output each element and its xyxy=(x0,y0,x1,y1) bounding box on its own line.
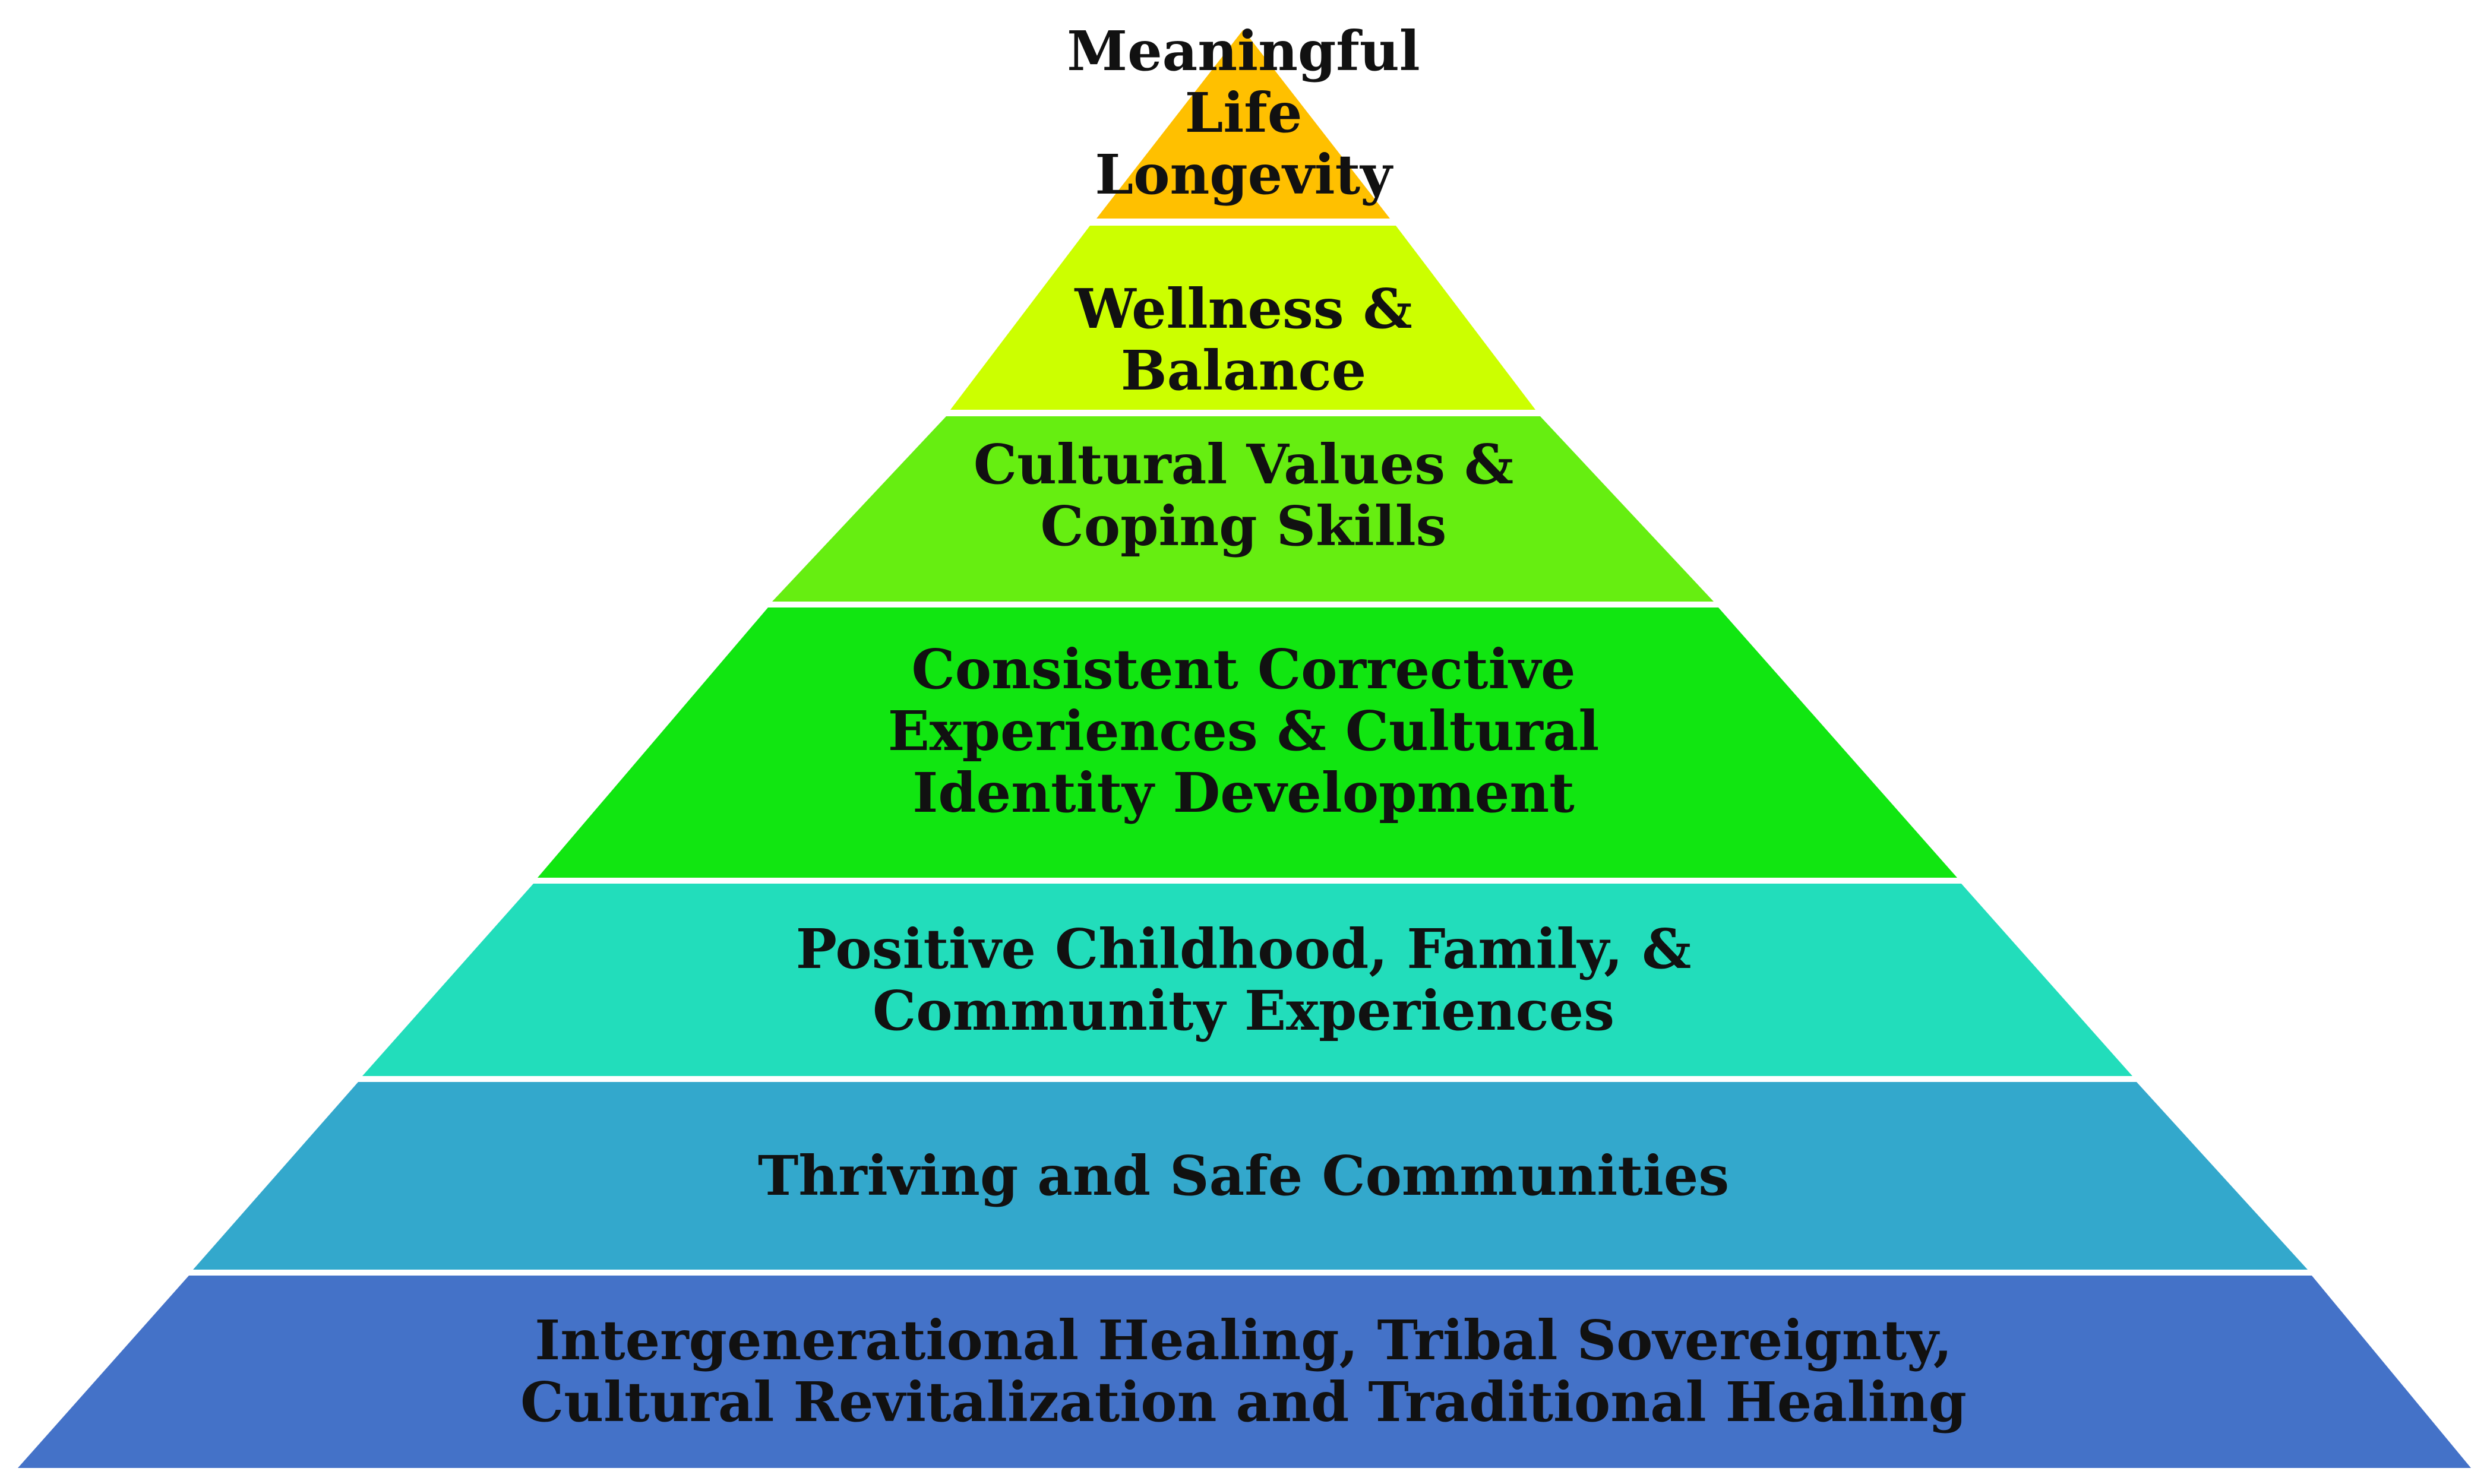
tier-line: Intergenerational Healing, Tribal Sovere… xyxy=(535,1308,1952,1372)
tier-label-consistent-corrective: Consistent Corrective Experiences & Cult… xyxy=(0,638,2487,824)
tier-label-wellness-balance: Wellness & Balance xyxy=(0,278,2487,401)
tier-label-intergenerational-healing: Intergenerational Healing, Tribal Sovere… xyxy=(0,1309,2487,1433)
tier-line: Wellness & xyxy=(1075,277,1412,341)
tier-label-thriving-safe: Thriving and Safe Communities xyxy=(0,1145,2487,1207)
tier-shape-thriving-safe xyxy=(193,1082,2308,1270)
tier-line: Positive Childhood, Family, & xyxy=(795,917,1692,981)
tier-shape-positive-childhood xyxy=(362,884,2132,1076)
tier-line: Identity Development xyxy=(912,761,1575,825)
tier-line: Meaningful xyxy=(1067,19,1420,83)
tier-label-cultural-values-coping: Cultural Values & Coping Skills xyxy=(0,434,2487,557)
tier-label-positive-childhood: Positive Childhood, Family, & Community … xyxy=(0,918,2487,1042)
tier-shape-wellness-balance xyxy=(950,226,1535,410)
tier-shape-consistent-corrective xyxy=(538,607,1957,878)
tier-shape-intergenerational-healing xyxy=(18,1276,2471,1468)
tier-shape-meaningful-life-longevity xyxy=(1096,30,1390,219)
tier-line: Coping Skills xyxy=(1040,494,1447,558)
tier-line: Cultural Revitalization and Traditional … xyxy=(520,1370,1967,1434)
tier-line: Balance xyxy=(1120,338,1367,403)
tier-line: Experiences & Cultural xyxy=(887,699,1600,763)
tier-line: Community Experiences xyxy=(872,979,1614,1043)
tier-line: Cultural Values & xyxy=(973,432,1514,496)
tier-label-meaningful-life-longevity: Meaningful Life Longevity xyxy=(0,20,2487,205)
tier-line: Life xyxy=(1184,81,1303,145)
tier-line: Consistent Corrective xyxy=(911,637,1576,701)
tier-line: Thriving and Safe Communities xyxy=(757,1144,1730,1208)
tier-shape-cultural-values-coping xyxy=(772,416,1714,602)
tier-line: Longevity xyxy=(1095,143,1392,207)
